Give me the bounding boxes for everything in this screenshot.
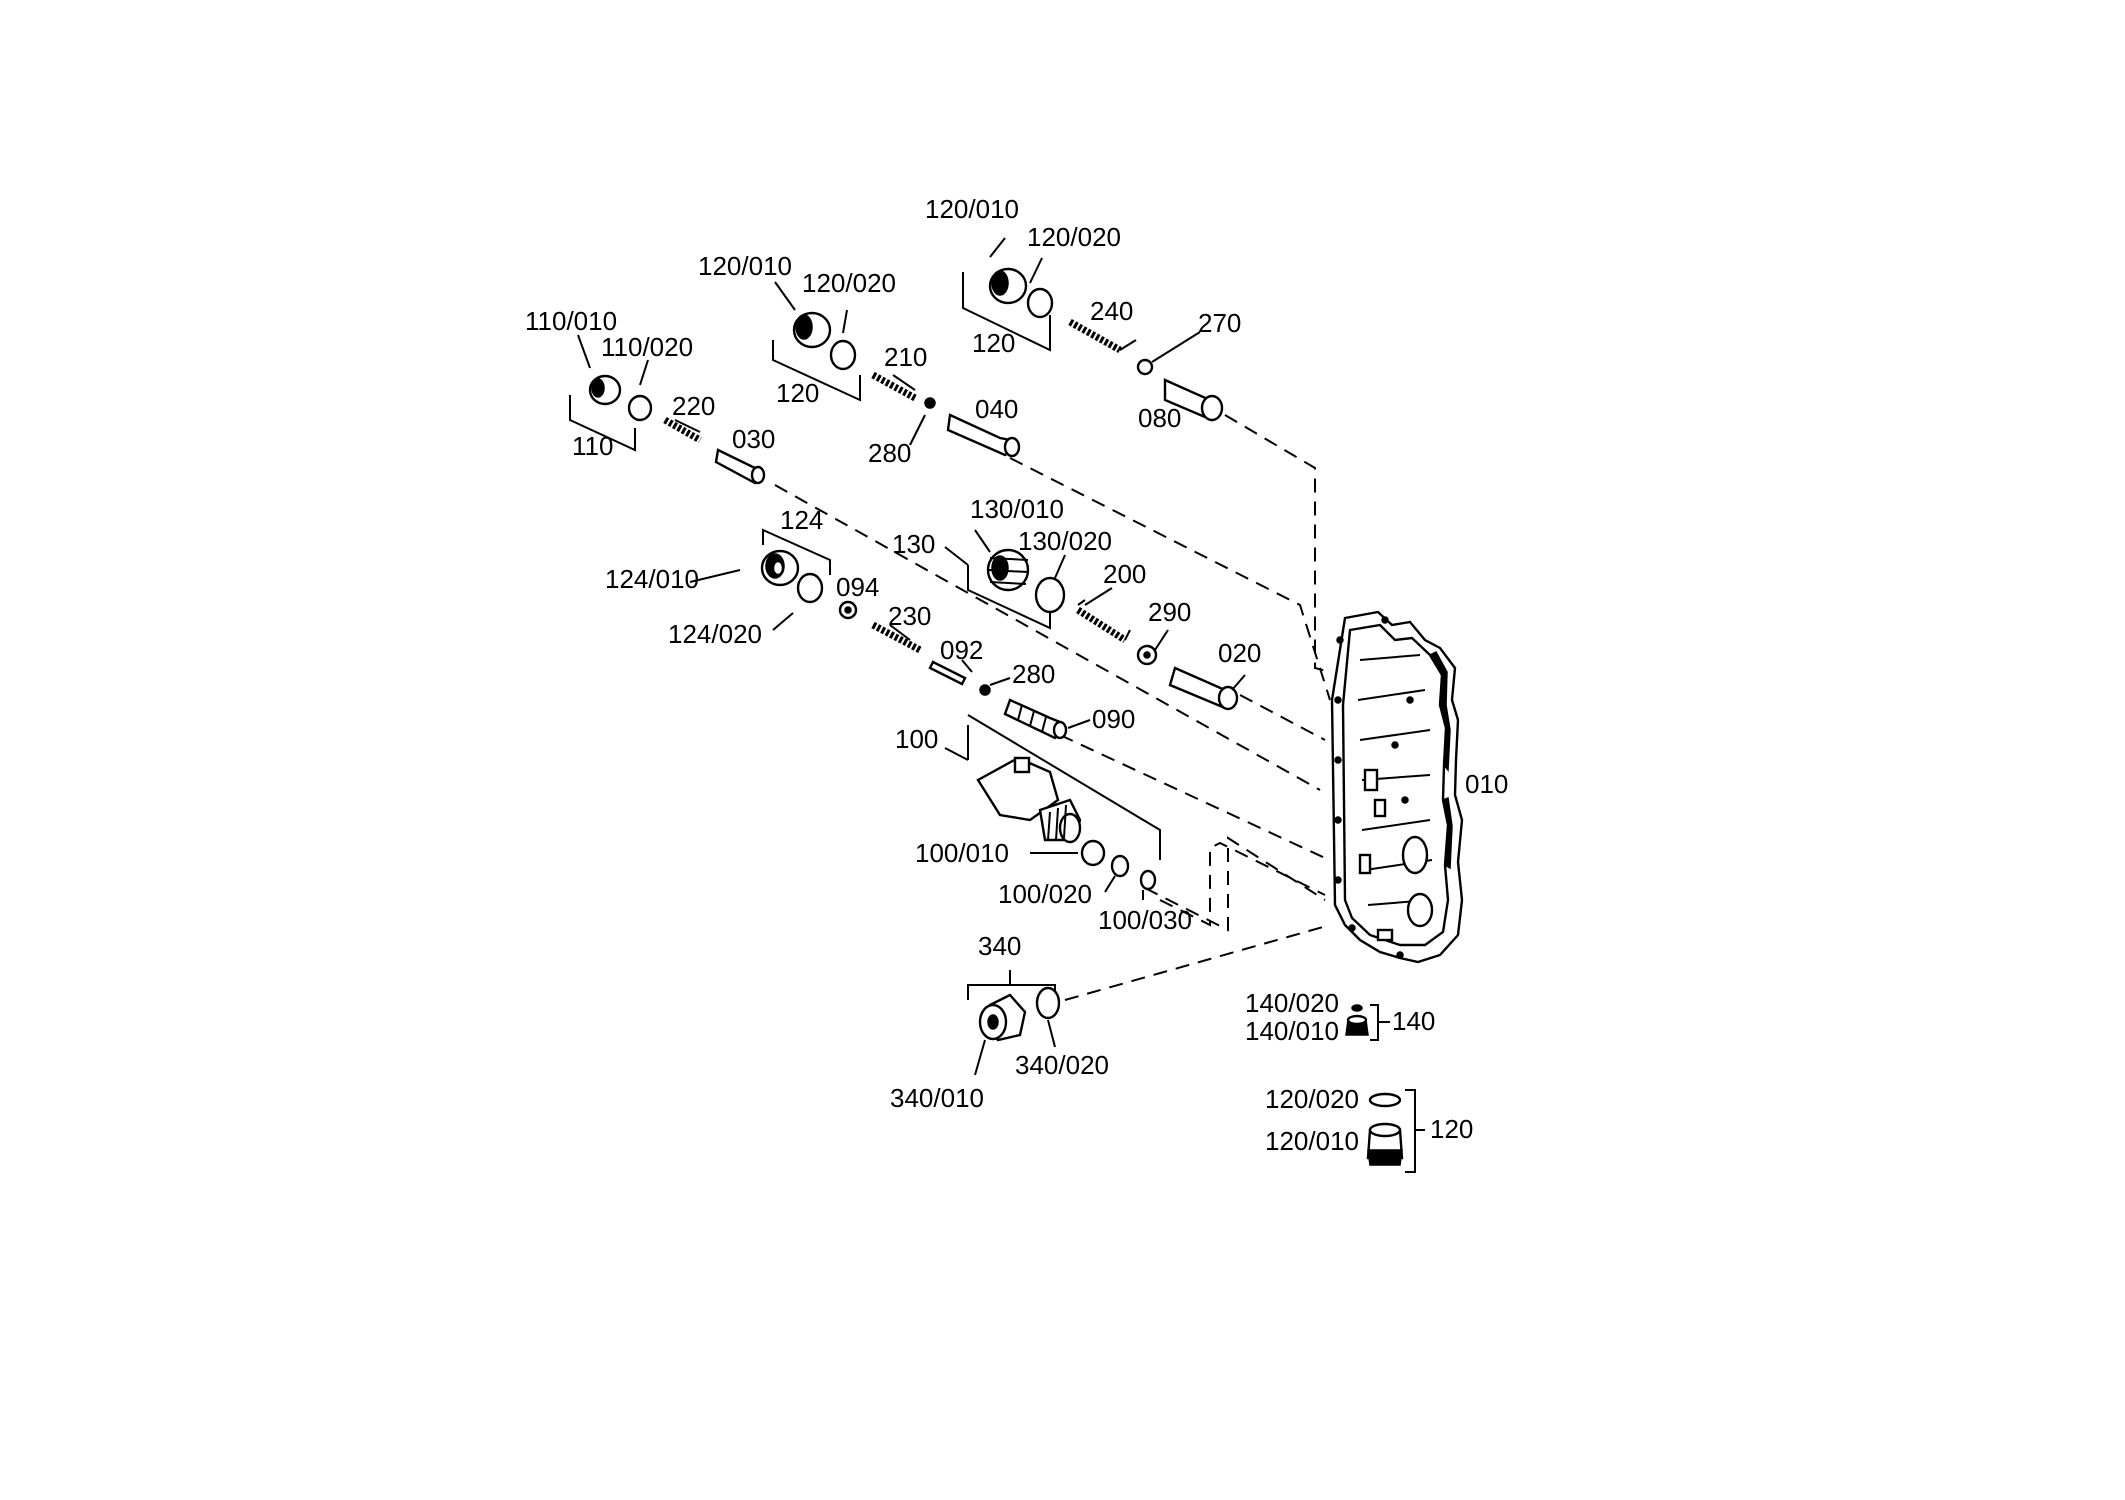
assembly-120-top bbox=[962, 237, 1224, 422]
spring-210 bbox=[871, 371, 917, 402]
ball-280-top bbox=[924, 397, 936, 409]
label-200: 200 bbox=[1103, 559, 1146, 589]
label-140-010: 140/010 bbox=[1245, 1016, 1339, 1046]
solenoid-100 bbox=[944, 714, 1161, 900]
label-120-mid: 120 bbox=[776, 378, 819, 408]
label-120-020-mid: 120/020 bbox=[802, 268, 896, 298]
spring-220 bbox=[663, 416, 702, 444]
o-ring-130-020 bbox=[1034, 576, 1066, 614]
label-120-010-mid: 120/010 bbox=[698, 251, 792, 281]
plug-120-010-top bbox=[988, 267, 1028, 305]
label-140-020: 140/020 bbox=[1245, 988, 1339, 1018]
label-120-020-legend: 120/020 bbox=[1265, 1084, 1359, 1114]
label-100-030: 100/030 bbox=[1098, 905, 1192, 935]
o-ring-120-020-mid bbox=[829, 339, 857, 371]
label-220: 220 bbox=[672, 391, 715, 421]
label-080: 080 bbox=[1138, 403, 1181, 433]
label-100-010: 100/010 bbox=[915, 838, 1009, 868]
label-130: 130 bbox=[892, 529, 935, 559]
spring-240 bbox=[1068, 318, 1122, 354]
plug-340-010 bbox=[978, 993, 1027, 1042]
assembly-340 bbox=[967, 970, 1061, 1076]
label-100-020: 100/020 bbox=[998, 879, 1092, 909]
label-120-010-top: 120/010 bbox=[925, 194, 1019, 224]
o-ring-340-020 bbox=[1035, 986, 1061, 1020]
plug-120-010-mid bbox=[792, 311, 832, 349]
o-ring-120-020-legend bbox=[1368, 1092, 1402, 1108]
label-340: 340 bbox=[978, 931, 1021, 961]
label-240: 240 bbox=[1090, 296, 1133, 326]
label-094: 094 bbox=[836, 572, 879, 602]
plug-120-010-legend bbox=[1366, 1122, 1404, 1166]
label-020: 020 bbox=[1218, 638, 1261, 668]
legend-120 bbox=[1366, 1089, 1425, 1173]
label-120-010-legend: 120/010 bbox=[1265, 1126, 1359, 1156]
assembly-110 bbox=[569, 334, 766, 485]
assembly-lines bbox=[774, 414, 1331, 1001]
assembly-130 bbox=[944, 529, 1246, 711]
plug-124-010 bbox=[760, 549, 800, 587]
o-ring-110-020 bbox=[627, 394, 653, 422]
label-130-020: 130/020 bbox=[1018, 526, 1112, 556]
label-124-010: 124/010 bbox=[605, 564, 699, 594]
label-100: 100 bbox=[895, 724, 938, 754]
piston-020 bbox=[1168, 666, 1239, 711]
label-110-010: 110/010 bbox=[525, 306, 617, 336]
pin-092 bbox=[928, 660, 967, 686]
label-290: 290 bbox=[1148, 597, 1191, 627]
piston-040 bbox=[946, 413, 1021, 458]
label-030: 030 bbox=[732, 424, 775, 454]
o-ring-100-020 bbox=[1110, 854, 1130, 878]
label-110-020: 110/020 bbox=[601, 332, 693, 362]
label-124-020: 124/020 bbox=[668, 619, 762, 649]
o-ring-120-020-top bbox=[1026, 287, 1054, 319]
label-120-020-top: 120/020 bbox=[1027, 222, 1121, 252]
label-090: 090 bbox=[1092, 704, 1135, 734]
spring-230 bbox=[871, 621, 922, 654]
label-124: 124 bbox=[780, 505, 823, 535]
spring-200 bbox=[1076, 607, 1127, 643]
label-010: 010 bbox=[1465, 769, 1508, 799]
piston-080 bbox=[1163, 378, 1224, 422]
housing-010 bbox=[1330, 610, 1464, 964]
washer-270 bbox=[1136, 358, 1154, 376]
part-labels: 120/010 120/020 120 240 270 080 120/010 … bbox=[525, 194, 1508, 1156]
o-ring-100-030 bbox=[1139, 869, 1157, 891]
part-140-020 bbox=[1351, 1004, 1363, 1012]
label-340-020: 340/020 bbox=[1015, 1050, 1109, 1080]
o-ring-124-020 bbox=[796, 572, 824, 604]
label-120-top: 120 bbox=[972, 328, 1015, 358]
assembly-124 bbox=[689, 528, 1091, 740]
label-120-legend: 120 bbox=[1430, 1114, 1473, 1144]
plug-130-010 bbox=[986, 548, 1030, 592]
plug-110-010 bbox=[588, 374, 622, 406]
label-092: 092 bbox=[940, 635, 983, 665]
label-280-low: 280 bbox=[1012, 659, 1055, 689]
solenoid-valve-100 bbox=[976, 756, 1082, 844]
part-140-010 bbox=[1345, 1014, 1369, 1036]
label-130-010: 130/010 bbox=[970, 494, 1064, 524]
legend-140 bbox=[1345, 1004, 1390, 1041]
ball-280-low bbox=[979, 684, 991, 696]
label-230: 230 bbox=[888, 601, 931, 631]
assembly-120-mid bbox=[772, 281, 1021, 458]
piston-090 bbox=[1003, 698, 1068, 740]
label-140: 140 bbox=[1392, 1006, 1435, 1036]
label-110: 110 bbox=[572, 431, 613, 461]
label-040: 040 bbox=[975, 394, 1018, 424]
piston-030 bbox=[714, 448, 766, 485]
o-ring-100-010 bbox=[1080, 839, 1106, 867]
label-280-top: 280 bbox=[868, 438, 911, 468]
label-340-010: 340/010 bbox=[890, 1083, 984, 1113]
label-210: 210 bbox=[884, 342, 927, 372]
label-270: 270 bbox=[1198, 308, 1241, 338]
